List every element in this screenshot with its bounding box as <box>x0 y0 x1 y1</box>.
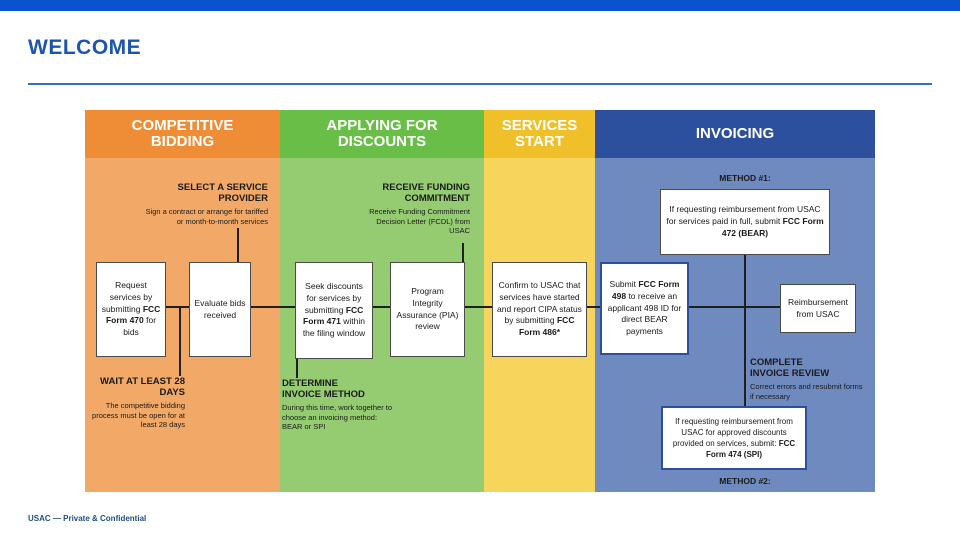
form-471-text-post: within the filing window <box>302 316 366 339</box>
form-486-text: Confirm to USAC that services have start… <box>497 279 582 326</box>
wait-28-days-title: WAIT AT LEAST 28 DAYS <box>100 376 185 399</box>
fcc-form-472-bear-box: If requesting reimbursement from USAC fo… <box>660 189 830 255</box>
erate-process-diagram: COMPETITIVE BIDDING APPLYING FOR DISCOUN… <box>85 110 875 492</box>
receive-funding-note: RECEIVE FUNDING COMMITMENT Receive Fundi… <box>360 182 470 236</box>
fcc-form-470-box: Request services by submitting FCC Form … <box>96 262 166 357</box>
form-470-text-post: for bids <box>123 315 157 338</box>
fcc-form-498-box: Submit FCC Form 498 to receive an applic… <box>600 262 689 355</box>
reimbursement-box: Reimbursement from USAC <box>780 284 856 333</box>
form-498-name: FCC Form 498 <box>611 278 680 301</box>
determine-invoice-subtitle: During this time, work together to choos… <box>282 402 393 432</box>
form-474-name: FCC Form 474 (SPI) <box>705 439 796 460</box>
pia-review-box: Program Integrity Assurance (PIA) review <box>390 262 465 357</box>
column-header-services-start: SERVICES START <box>484 110 595 158</box>
title-divider <box>28 83 932 85</box>
complete-invoice-review-note: COMPLETE INVOICE REVIEW Correct errors a… <box>750 357 865 401</box>
wait-28-days-subtitle: The competitive bidding process must be … <box>92 400 185 430</box>
connector-invoicing-methods <box>744 255 746 406</box>
column-header-applying-for-discounts: APPLYING FOR DISCOUNTS <box>280 110 484 158</box>
complete-invoice-review-subtitle: Correct errors and resubmit forms if nec… <box>750 381 863 401</box>
form-471-name: FCC Form 471 <box>303 304 364 327</box>
form-474-text: If requesting reimbursement from USAC fo… <box>672 416 793 448</box>
form-471-text: Seek discounts for services by submittin… <box>304 280 363 315</box>
form-472-name: FCC Form 472 (BEAR) <box>721 216 824 238</box>
form-472-text: If requesting reimbursement from USAC fo… <box>666 204 821 227</box>
column-applying-for-discounts: APPLYING FOR DISCOUNTS <box>280 110 484 492</box>
select-provider-subtitle: Sign a contract or arrange for tariffed … <box>145 206 268 226</box>
column-header-invoicing: INVOICING <box>595 110 875 158</box>
form-486-name: FCC Form 486* <box>518 315 575 338</box>
evaluate-bids-text: Evaluate bids received <box>194 297 246 320</box>
evaluate-bids-box: Evaluate bids received <box>189 262 251 357</box>
form-470-text: Request services by submitting <box>101 279 153 314</box>
receive-funding-subtitle: Receive Funding Commitment Decision Lett… <box>369 206 470 236</box>
form-498-text: Submit <box>609 278 639 289</box>
receive-funding-title: RECEIVE FUNDING COMMITMENT <box>382 182 470 205</box>
top-accent-bar <box>0 0 960 11</box>
wait-28-days-note: WAIT AT LEAST 28 DAYS The competitive bi… <box>85 376 185 430</box>
reimbursement-text: Reimbursement from USAC <box>788 296 848 319</box>
page-title: WELCOME <box>28 36 142 59</box>
timeline-connector <box>130 306 810 308</box>
complete-invoice-review-title: COMPLETE INVOICE REVIEW <box>750 357 830 380</box>
pia-review-text: Program Integrity Assurance (PIA) review <box>396 285 459 332</box>
select-provider-title: SELECT A SERVICE PROVIDER <box>177 182 268 205</box>
form-470-name: FCC Form 470 <box>105 303 161 326</box>
select-provider-note: SELECT A SERVICE PROVIDER Sign a contrac… <box>140 182 268 226</box>
determine-invoice-note: DETERMINE INVOICE METHOD During this tim… <box>282 378 397 432</box>
fcc-form-486-box: Confirm to USAC that services have start… <box>492 262 587 357</box>
determine-invoice-title: DETERMINE INVOICE METHOD <box>282 378 365 401</box>
connector-wait-28-days <box>179 307 181 376</box>
fcc-form-471-box: Seek discounts for services by submittin… <box>295 262 373 359</box>
fcc-form-474-spi-box: If requesting reimbursement from USAC fo… <box>661 406 807 470</box>
method-1-label: METHOD #1: <box>719 173 771 183</box>
form-498-text-post: to receive an applicant 498 ID for direc… <box>607 290 682 337</box>
column-header-competitive-bidding: COMPETITIVE BIDDING <box>85 110 280 158</box>
method-2-label: METHOD #2: <box>719 476 771 486</box>
confidentiality-footer: USAC — Private & Confidential <box>28 514 147 523</box>
